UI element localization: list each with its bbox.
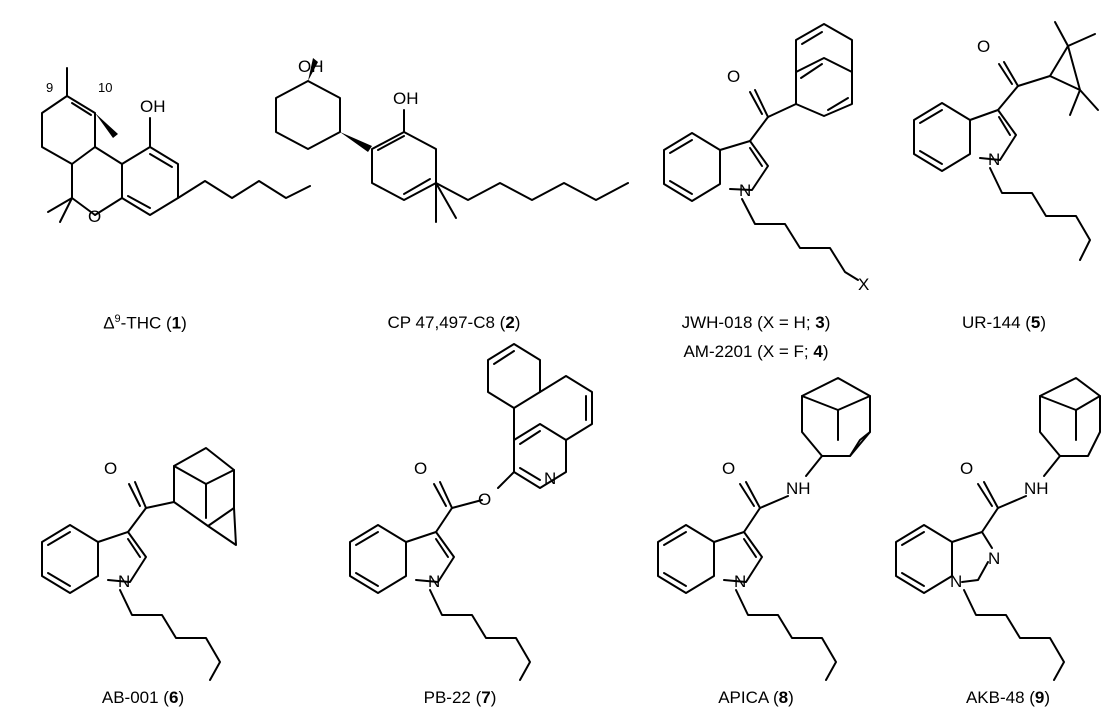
caption-apica: APICA (8) [718, 688, 794, 707]
atom-n: N [988, 150, 1000, 169]
atom-n: N [739, 181, 751, 200]
atom-n: N [118, 572, 130, 591]
atom-o: O [88, 207, 101, 226]
structure-apica: N O NH [657, 377, 871, 681]
structure-akb48: N N O NH [895, 377, 1101, 681]
atom-nh: NH [1024, 479, 1049, 498]
atom-nh: NH [786, 479, 811, 498]
caption-cp47497: CP 47,497-C8 (2) [387, 313, 521, 332]
atom-n: N [544, 469, 556, 488]
structure-jwh018: N O X [663, 23, 869, 294]
caption-am2201: AM-2201 (X = F; 4) [683, 342, 829, 361]
position-label-9: 9 [46, 80, 53, 95]
caption-jwh018: JWH-018 (X = H; 3) [681, 313, 831, 332]
atom-oh: OH [140, 97, 166, 116]
structure-cp47497: OH OH [275, 57, 629, 223]
atom-oh: OH [298, 57, 324, 76]
atom-n: N [950, 572, 962, 591]
structure-ab001: N O [41, 447, 237, 681]
atom-x: X [858, 275, 869, 294]
atom-oh: OH [393, 89, 419, 108]
caption-thc: Δ9-THC (1) [103, 313, 187, 333]
atom-o: O [104, 459, 117, 478]
structure-thc: OH O 9 10 [41, 67, 311, 226]
atom-n: N [428, 572, 440, 591]
structure-pb22: N O O N [349, 343, 593, 681]
atom-o: O [727, 67, 740, 86]
caption-ur144: UR-144 (5) [961, 313, 1047, 332]
atom-n: N [988, 549, 1000, 568]
atom-o: O [414, 459, 427, 478]
atom-o: O [960, 459, 973, 478]
atom-o: O [722, 459, 735, 478]
atom-n: N [734, 572, 746, 591]
atom-o: O [977, 37, 990, 56]
caption-ab001: AB-001 (6) [101, 688, 185, 707]
caption-akb48: AKB-48 (9) [965, 688, 1051, 707]
structure-ur144: N O [913, 21, 1099, 261]
caption-pb22: PB-22 (7) [423, 688, 497, 707]
atom-o: O [478, 490, 491, 509]
position-label-10: 10 [98, 80, 112, 95]
